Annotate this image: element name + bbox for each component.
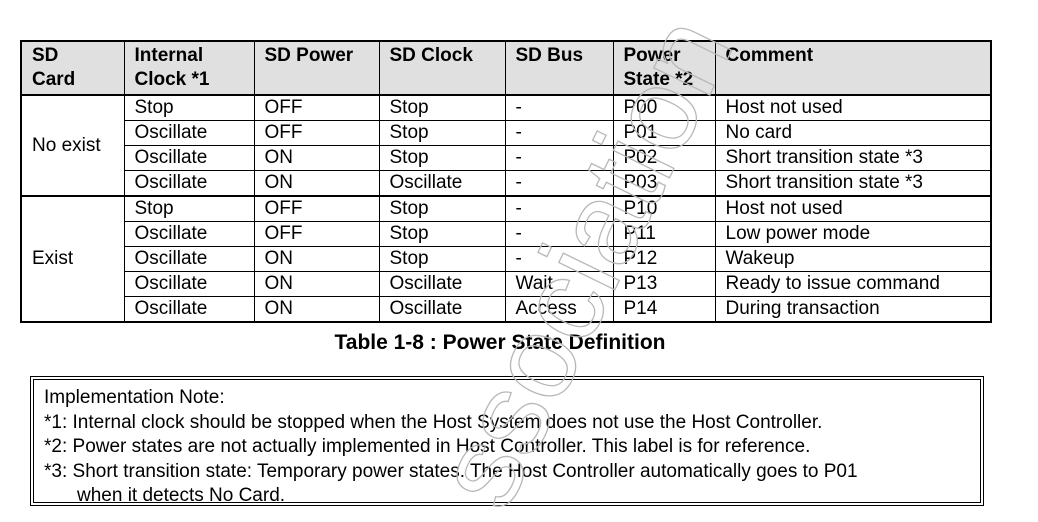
cell-power-state: P02 xyxy=(612,145,715,171)
note-title: Implementation Note: xyxy=(44,387,225,408)
cell-sd-clock: Oscillate xyxy=(378,296,505,323)
header-sd-clock: SD Clock xyxy=(378,41,505,96)
cell-sd-clock: Stop xyxy=(378,145,505,171)
table-row: Oscillate ON Oscillate Wait P13 Ready to… xyxy=(21,271,991,297)
cell-internal-clock: Oscillate xyxy=(123,145,254,171)
cell-sd-bus: Access xyxy=(504,296,613,323)
cell-power-state: P03 xyxy=(612,170,715,197)
cell-comment: No card xyxy=(714,120,991,146)
cell-sd-power: OFF xyxy=(253,221,379,247)
table-row: Oscillate ON Oscillate Access P14 During… xyxy=(21,296,991,323)
cell-sd-clock: Stop xyxy=(378,196,505,222)
table-row: Oscillate OFF Stop - P01 No card xyxy=(21,120,991,146)
cell-sd-power: OFF xyxy=(253,196,379,222)
cell-internal-clock: Oscillate xyxy=(123,120,254,146)
cell-sd-power: ON xyxy=(253,296,379,323)
cell-sd-power: OFF xyxy=(253,95,379,121)
cell-sd-clock: Stop xyxy=(378,120,505,146)
implementation-note-box: Implementation Note: *1: Internal clock … xyxy=(30,376,984,506)
cell-comment: Ready to issue command xyxy=(714,271,991,297)
cell-sd-bus: - xyxy=(504,221,613,247)
cell-internal-clock: Stop xyxy=(123,95,254,121)
header-sd-bus: SD Bus xyxy=(504,41,613,96)
cell-comment: Low power mode xyxy=(714,221,991,247)
cell-power-state: P11 xyxy=(612,221,715,247)
header-comment: Comment xyxy=(714,41,991,96)
cell-sd-clock: Stop xyxy=(378,246,505,272)
note-line-2: *2: Power states are not actually implem… xyxy=(44,436,811,457)
cell-sd-bus: - xyxy=(504,95,613,121)
cell-sd-power: ON xyxy=(253,170,379,197)
cell-internal-clock: Oscillate xyxy=(123,296,254,323)
cell-sd-power: ON xyxy=(253,145,379,171)
note-line-1: *1: Internal clock should be stopped whe… xyxy=(44,411,823,433)
cell-sd-bus: - xyxy=(504,120,613,146)
cell-sd-clock: Stop xyxy=(378,221,505,247)
card-cell-no-exist: No exist xyxy=(20,95,124,197)
cell-sd-bus: - xyxy=(504,170,613,197)
cell-internal-clock: Oscillate xyxy=(123,221,254,247)
table-row: Oscillate ON Oscillate - P03 Short trans… xyxy=(21,170,991,197)
cell-comment: Wakeup xyxy=(714,246,991,272)
cell-sd-bus: Wait xyxy=(504,271,613,297)
cell-internal-clock: Oscillate xyxy=(123,271,254,297)
cell-internal-clock: Oscillate xyxy=(123,246,254,272)
cell-comment: Host not used xyxy=(714,196,991,222)
table-row: No exist Stop OFF Stop - P00 Host not us… xyxy=(20,95,991,197)
cell-power-state: P00 xyxy=(612,95,715,121)
table-row: Exist Stop OFF Stop - P10 Host not used xyxy=(20,196,991,323)
cell-power-state: P13 xyxy=(612,271,715,297)
cell-sd-clock: Stop xyxy=(378,95,505,121)
cell-internal-clock: Stop xyxy=(123,196,254,222)
cell-power-state: P12 xyxy=(612,246,715,272)
cell-sd-bus: - xyxy=(504,196,613,222)
table-row: Oscillate OFF Stop - P11 Low power mode xyxy=(21,221,991,247)
header-sd-power: SD Power xyxy=(253,41,379,96)
cell-comment: Short transition state *3 xyxy=(714,170,991,197)
cell-sd-bus: - xyxy=(504,246,613,272)
table-body: No exist Stop OFF Stop - P00 Host not us… xyxy=(20,95,991,323)
cell-sd-clock: Oscillate xyxy=(378,170,505,197)
table-row: Oscillate ON Stop - P12 Wakeup xyxy=(21,246,991,272)
cell-sd-power: ON xyxy=(253,246,379,272)
cell-power-state: P10 xyxy=(612,196,715,222)
note-line-3-continuation: when it detects No Card. xyxy=(77,485,286,506)
cell-sd-power: ON xyxy=(253,271,379,297)
note-line-3: *3: Short transition state: Temporary po… xyxy=(44,460,858,482)
cell-sd-bus: - xyxy=(504,145,613,171)
cell-comment: During transaction xyxy=(714,296,991,323)
table-row: Oscillate ON Stop - P02 Short transition… xyxy=(21,145,991,171)
card-cell-exist: Exist xyxy=(20,196,124,323)
table-caption: Table 1-8 : Power State Definition xyxy=(334,331,666,354)
cell-internal-clock: Oscillate xyxy=(123,170,254,197)
cell-comment: Short transition state *3 xyxy=(714,145,991,171)
cell-sd-clock: Oscillate xyxy=(378,271,505,297)
cell-comment: Host not used xyxy=(714,95,991,121)
cell-power-state: P14 xyxy=(612,296,715,323)
cell-sd-power: OFF xyxy=(253,120,379,146)
cell-power-state: P01 xyxy=(612,120,715,146)
